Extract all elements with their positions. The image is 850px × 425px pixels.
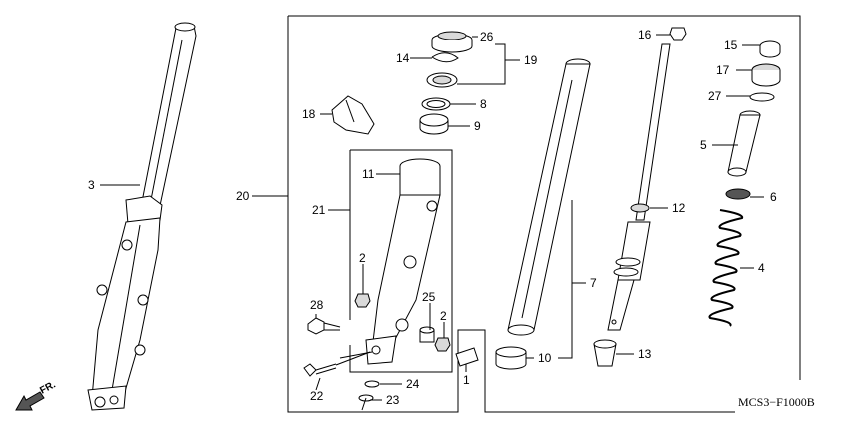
part-7-inner-tube [507,58,591,336]
part-1-pin [455,347,479,367]
part-13-piston [593,339,617,367]
callout-8: 8 [480,97,487,111]
direction-label: FR. [38,379,58,396]
callout-27: 27 [708,89,722,103]
callout-11: 11 [362,167,375,181]
part-14-clip [431,52,459,63]
callout-24: 24 [406,377,420,391]
front-arrow-icon [15,391,45,411]
part-18-protector [331,95,375,135]
callout-20: 20 [236,189,250,203]
callout-13: 13 [638,347,652,361]
part-6-seat [725,188,751,200]
callout-15: 15 [724,38,738,52]
part-8-washer [421,97,451,111]
callout-4: 4 [758,261,765,275]
part-5-spacer [727,110,761,177]
part-9-collar [419,113,449,135]
part-23-screw [358,394,374,411]
callout-28: 28 [310,298,324,312]
callout-3: 3 [88,178,95,192]
callout-26: 26 [480,30,494,44]
callout-23: 23 [386,393,400,407]
leader-lines [100,34,764,401]
fork-assembly [87,22,197,411]
part-2-nut-left [354,293,371,308]
part-21-slider [365,158,441,365]
callout-14: 14 [396,51,410,65]
diagram-code: MCS3−F1000B [738,395,815,409]
part-2-nut-right [434,337,451,352]
callout-6: 6 [770,190,777,204]
part-25-collar [419,326,435,343]
callout-5: 5 [700,138,707,152]
callout-10: 10 [538,351,552,365]
callout-12: 12 [672,201,686,215]
group-frame [287,15,801,413]
part-24-washer [364,380,380,388]
callout-25: 25 [422,290,436,304]
callout-22: 22 [310,389,324,403]
callout-9: 9 [474,119,481,133]
part-19-seal [426,72,458,88]
part-26-bearing [431,31,473,53]
part-22-bolt [303,363,337,377]
callout-16: 16 [638,28,652,42]
callout-labels: 3 20 21 11 18 14 26 19 8 9 7 10 16 12 13… [88,28,777,407]
part-15-cap [759,40,781,58]
part-16-nut [669,27,687,41]
part-27-o-ring [749,92,775,102]
part-4-spring [708,209,744,327]
part-12-damper-rod [607,43,671,331]
callout-7: 7 [590,276,597,290]
callout-2: 2 [359,251,366,265]
callout-21: 21 [312,203,326,217]
callout-17: 17 [716,63,730,77]
callout-18: 18 [302,107,316,121]
callout-1: 1 [463,373,470,387]
part-17-bolt [751,63,781,87]
part-10-bushing [495,346,527,370]
callout-2-right: 2 [440,309,447,323]
callout-19: 19 [524,53,538,67]
front-direction-indicator: FR. [15,379,58,411]
part-28-bolt [307,317,341,335]
